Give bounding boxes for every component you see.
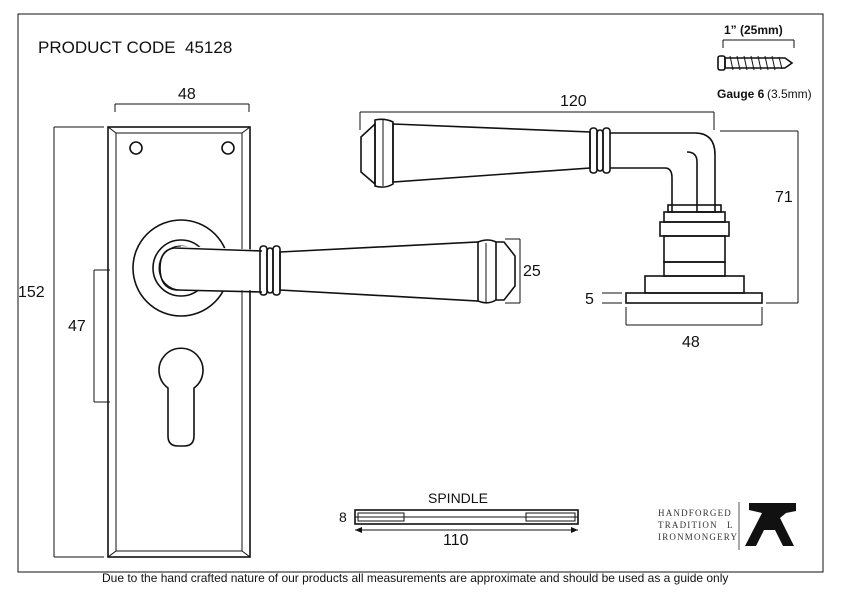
lever-side-view: [360, 118, 763, 304]
lever-grip-side: [392, 123, 591, 183]
spindle-diagram: SPINDLE 8 110: [339, 490, 579, 549]
anvil-icon: [745, 503, 796, 546]
dim-backplate-width-label: 48: [178, 86, 196, 103]
screw-hole-right: [221, 141, 235, 155]
rose-base-side: [625, 292, 763, 304]
dim-rose-thickness: 5: [585, 291, 622, 308]
footer-disclaimer: Due to the hand crafted nature of our pr…: [102, 571, 728, 585]
dim-lever-keyhole-label: 47: [68, 318, 86, 335]
brand-line-2: TRADITION: [658, 520, 718, 530]
dim-lever-projection: 71: [720, 130, 799, 304]
spindle-title: SPINDLE: [428, 490, 488, 506]
lever-neck: [610, 132, 716, 213]
dim-lever-length: 120: [359, 93, 715, 130]
backplate-front-view: [107, 126, 516, 558]
screw-gauge-label: Gauge 6: [717, 87, 765, 101]
spindle-size-label: 8: [339, 509, 347, 525]
screw-length-label: 1” (25mm): [724, 23, 783, 37]
dim-backplate-height-label: 152: [18, 284, 45, 301]
spindle-length-label: 110: [443, 532, 469, 549]
product-code-value: 45128: [185, 38, 232, 57]
dim-rose-width: 48: [625, 307, 763, 351]
screw-hole-left: [129, 141, 143, 155]
dim-backplate-width: 48: [114, 86, 250, 112]
dim-lever-length-label: 120: [560, 93, 587, 110]
dim-rose-width-label: 48: [682, 334, 700, 351]
dim-lever-keyhole: 47: [68, 269, 110, 403]
brand-line-3: IRONMONGERY: [658, 532, 738, 542]
dim-backplate-height: 152: [18, 126, 104, 558]
dim-lever-projection-label: 71: [775, 189, 793, 206]
dim-lever-end: 25: [505, 238, 541, 304]
screw-illustration: 1” (25mm) Gauge 6 (3.5mm): [717, 23, 812, 101]
brand-line-1: HANDFORGED: [658, 508, 732, 518]
rose-side: [644, 275, 745, 294]
dim-lever-end-label: 25: [523, 263, 541, 280]
backplate-outline: [107, 126, 251, 558]
lever-grip-front: [279, 241, 479, 302]
backplate-bevel: [115, 132, 243, 552]
euro-keyhole: [158, 347, 204, 447]
brand-line-2-suffix: L: [727, 520, 733, 530]
product-code-label: PRODUCT CODE: [38, 38, 176, 57]
drawing-frame: [17, 13, 824, 573]
screw-gauge-mm: (3.5mm): [767, 87, 812, 101]
brand-logo: HANDFORGED TRADITION L IRONMONGERY: [658, 502, 796, 550]
dim-rose-thickness-label: 5: [585, 291, 594, 308]
lever-tip-front: [496, 241, 516, 301]
